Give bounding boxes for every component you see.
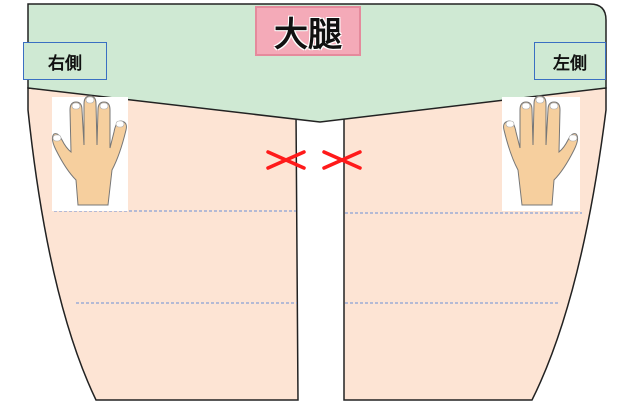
left-side-label: 左側: [534, 42, 606, 80]
right-hand-icon: [51, 95, 128, 211]
cross-mark-icon: [266, 150, 306, 170]
cross-mark-icon: [322, 150, 362, 170]
left-hand-icon: [502, 95, 580, 211]
page-title: 大腿: [255, 6, 361, 56]
right-side-label: 右側: [23, 42, 107, 80]
top-band: [27, 3, 607, 123]
